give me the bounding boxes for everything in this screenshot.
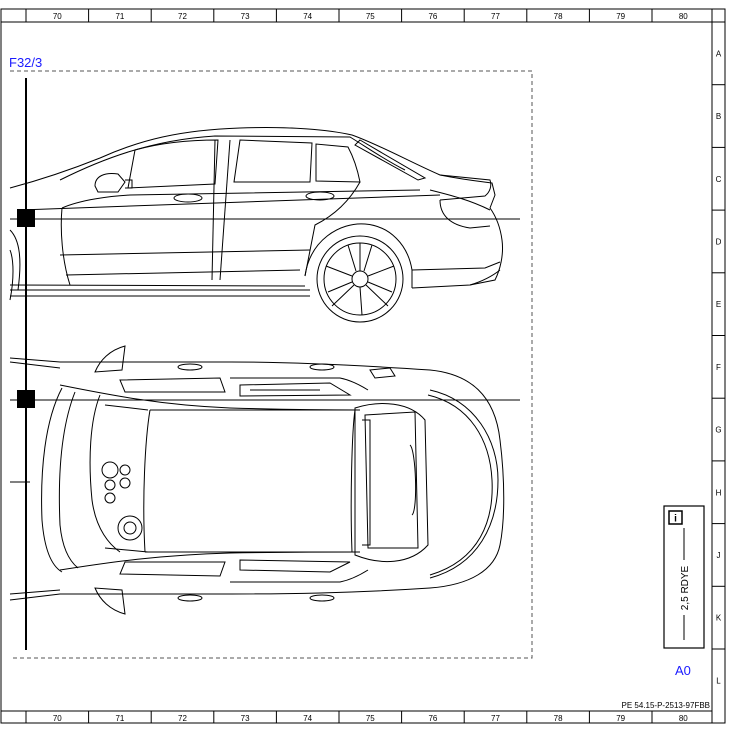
right-row-strip: A B C D E F G H J K L — [711, 9, 725, 723]
info-icon-glyph: i — [674, 514, 677, 525]
column-label: 71 — [115, 714, 124, 723]
row-label: C — [716, 175, 722, 184]
column-label: 77 — [491, 714, 500, 723]
column-label: 79 — [616, 714, 625, 723]
column-label: 76 — [428, 12, 437, 21]
row-label: H — [716, 488, 722, 497]
column-label: 75 — [366, 714, 375, 723]
component-ref-label: F32/3 — [9, 55, 42, 70]
row-label: J — [717, 551, 721, 560]
sheet-border — [0, 8, 726, 724]
location-marker-side — [17, 209, 35, 227]
row-label: E — [716, 300, 721, 309]
row-label: L — [716, 676, 721, 685]
column-label: 75 — [366, 12, 375, 21]
column-label: 74 — [303, 714, 312, 723]
row-label: A — [716, 49, 722, 58]
column-label: 76 — [428, 714, 437, 723]
column-label: 70 — [53, 714, 62, 723]
bottom-column-strip: 70 71 72 73 74 75 76 77 78 79 80 — [1, 710, 712, 723]
column-label: 80 — [679, 12, 688, 21]
connector-box: i 2,5 RDYE — [663, 505, 705, 649]
column-label: 73 — [241, 714, 250, 723]
car-top-view — [9, 345, 505, 615]
car-side-view — [9, 126, 520, 323]
row-label: K — [716, 614, 722, 623]
column-label: 72 — [178, 12, 187, 21]
row-label: B — [716, 112, 721, 121]
row-label: G — [715, 426, 721, 435]
column-label: 70 — [53, 12, 62, 21]
column-label: 73 — [241, 12, 250, 21]
connector-ref-label: A0 — [675, 663, 691, 678]
column-label: 80 — [679, 714, 688, 723]
column-label: 78 — [554, 714, 563, 723]
row-label: F — [716, 363, 721, 372]
column-label: 78 — [554, 12, 563, 21]
top-column-strip: 70 71 72 73 74 75 76 77 78 79 80 — [1, 9, 712, 23]
info-icon — [668, 510, 683, 525]
wire-label: 2,5 RDYE — [680, 565, 691, 610]
column-label: 77 — [491, 12, 500, 21]
component-boundary — [10, 70, 533, 659]
column-label: 74 — [303, 12, 312, 21]
row-label: D — [716, 237, 722, 246]
location-marker-top — [17, 390, 35, 408]
document-number: PE 54.15-P-2513-97FBB — [622, 701, 711, 710]
column-label: 79 — [616, 12, 625, 21]
column-label: 71 — [115, 12, 124, 21]
column-label: 72 — [178, 714, 187, 723]
